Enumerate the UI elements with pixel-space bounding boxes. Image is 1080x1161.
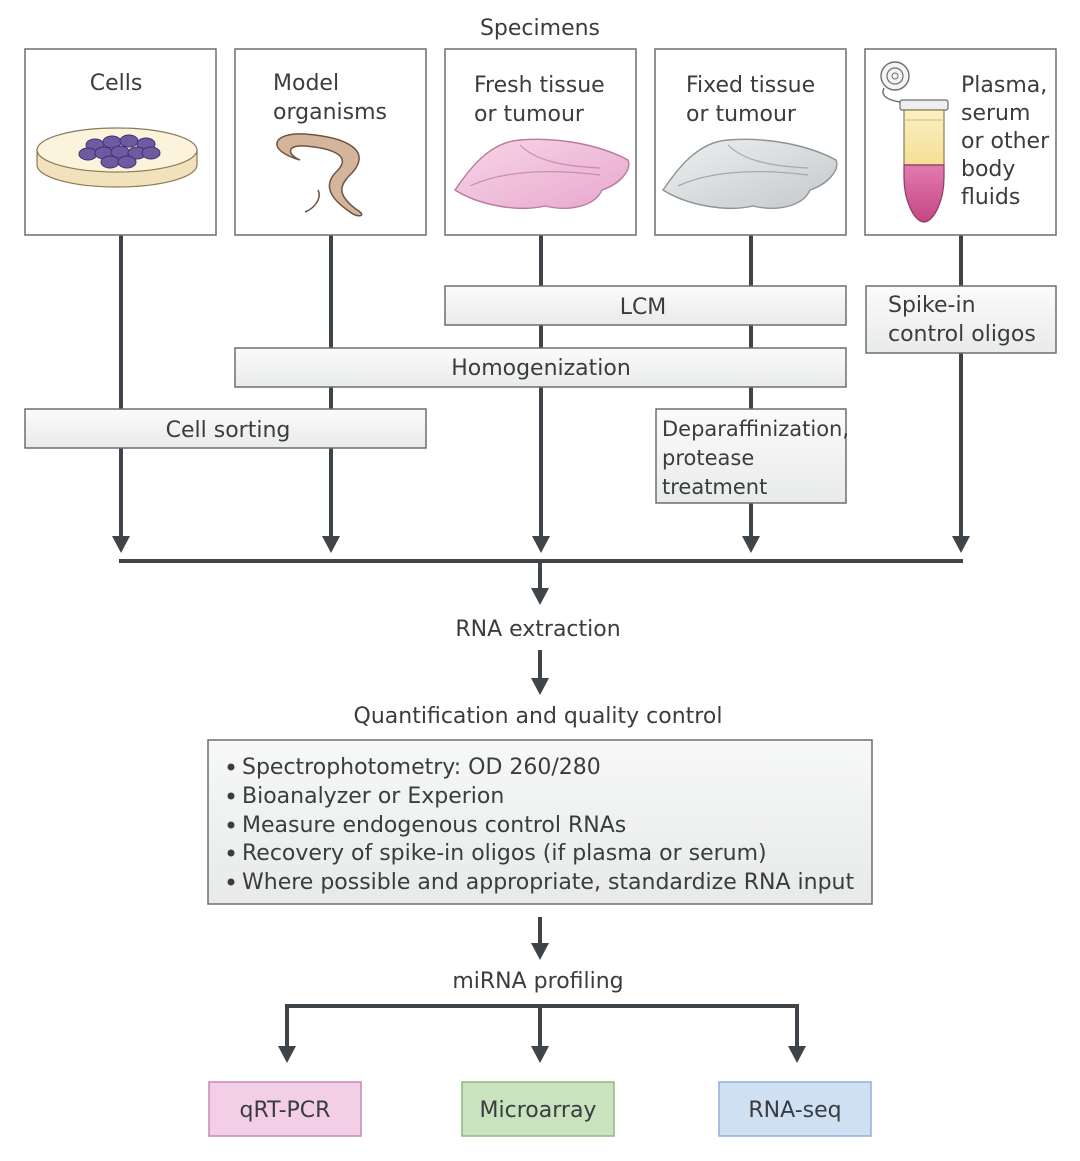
specimen-label: Cells: [90, 71, 143, 96]
arrow-to-profiling: [531, 917, 549, 960]
arrowhead: [788, 1046, 806, 1063]
specimen-label: serum: [961, 101, 1030, 126]
specimen-label: Model: [273, 71, 339, 96]
method-box: [208, 1081, 362, 1137]
profiling-arrowheads: [278, 1046, 806, 1063]
bullet: [227, 821, 235, 829]
specimen-label: or tumour: [686, 102, 797, 127]
flow-arrowheads: [112, 536, 970, 553]
homogenization-box: [234, 347, 847, 388]
spike-in-label: Spike-in: [888, 293, 976, 318]
cell-sorting-box: [24, 408, 427, 449]
homogenization-step: Homogenization: [234, 347, 847, 388]
petri-dish-icon: [36, 127, 198, 188]
arrow-to-qc: [531, 650, 549, 695]
merge-connector: [119, 559, 963, 605]
lcm-step: LCM: [444, 285, 847, 326]
bullet: [227, 763, 235, 771]
sample-tube-icon: [880, 61, 949, 223]
arrowhead: [531, 943, 549, 960]
specimen-label: fluids: [961, 185, 1020, 210]
bullet: [227, 792, 235, 800]
qc-item: Recovery of spike-in oligos (if plasma o…: [242, 841, 767, 866]
method-microarray: Microarray: [461, 1081, 615, 1137]
arrowhead: [531, 678, 549, 695]
profiling-branches: [285, 1004, 799, 1048]
qc-box-group: Spectrophotometry: OD 260/280 Bioanalyze…: [207, 739, 873, 905]
specimens-title: Specimens: [480, 16, 600, 41]
lcm-box: [444, 285, 847, 326]
worm-icon: [276, 133, 363, 217]
spike-in-box: [865, 285, 1057, 354]
qc-item: Measure endogenous control RNAs: [242, 813, 626, 838]
specimen-label: organisms: [273, 100, 387, 125]
deparaffinization-step: Deparaffinization, protease treatment: [655, 408, 849, 504]
arrowhead: [952, 536, 970, 553]
bullet: [227, 849, 235, 857]
arrowhead: [322, 536, 340, 553]
qc-item: Where possible and appropriate, standard…: [242, 870, 854, 895]
rna-extraction-label: RNA extraction: [455, 617, 620, 642]
arrowhead: [112, 536, 130, 553]
specimen-label: or tumour: [474, 102, 585, 127]
bullet: [227, 878, 235, 886]
arrowhead: [531, 1046, 549, 1063]
cell-sorting-step: Cell sorting: [24, 408, 427, 449]
cell-sorting-label: Cell sorting: [166, 418, 291, 443]
method-box: [461, 1081, 615, 1137]
deparaffinization-label: Deparaffinization,: [662, 417, 849, 441]
specimen-model-organisms: Model organisms: [234, 48, 427, 236]
deparaffinization-box: [655, 408, 847, 504]
specimen-label: Plasma,: [961, 73, 1047, 98]
method-label: qRT-PCR: [240, 1098, 331, 1123]
deparaffinization-label: protease: [662, 446, 754, 470]
spike-in-step: Spike-in control oligos: [865, 285, 1057, 354]
specimen-label: Fixed tissue: [686, 73, 815, 98]
qc-title: Quantification and quality control: [354, 704, 723, 729]
qc-item: Bioanalyzer or Experion: [242, 784, 504, 809]
spike-in-label: control oligos: [888, 322, 1036, 347]
qc-box: [207, 739, 873, 905]
arrowhead: [531, 588, 549, 605]
arrowhead: [532, 536, 550, 553]
specimen-plasma: Plasma, serum or other body fluids: [864, 48, 1057, 236]
specimen-cells: Cells: [24, 48, 217, 236]
arrowhead: [742, 536, 760, 553]
specimen-label: body: [961, 157, 1015, 182]
qc-item: Spectrophotometry: OD 260/280: [242, 755, 601, 780]
deparaffinization-label: treatment: [662, 475, 767, 499]
fresh-tissue-icon: [454, 138, 630, 209]
method-label: RNA-seq: [748, 1098, 841, 1123]
specimen-fresh-tissue: Fresh tissue or tumour: [444, 48, 637, 236]
specimen-label: Fresh tissue: [474, 73, 605, 98]
lcm-label: LCM: [620, 295, 667, 320]
arrowhead: [278, 1046, 296, 1063]
specimen-fixed-tissue: Fixed tissue or tumour: [654, 48, 847, 236]
homogenization-label: Homogenization: [451, 356, 631, 381]
method-label: Microarray: [480, 1098, 597, 1123]
specimen-label: or other: [961, 129, 1050, 154]
qc-list: Spectrophotometry: OD 260/280 Bioanalyze…: [227, 755, 854, 895]
profiling-title: miRNA profiling: [452, 969, 623, 994]
fixed-tissue-icon: [662, 138, 838, 209]
method-qrt-pcr: qRT-PCR: [208, 1081, 362, 1137]
method-box: [718, 1081, 872, 1137]
method-rna-seq: RNA-seq: [718, 1081, 872, 1137]
